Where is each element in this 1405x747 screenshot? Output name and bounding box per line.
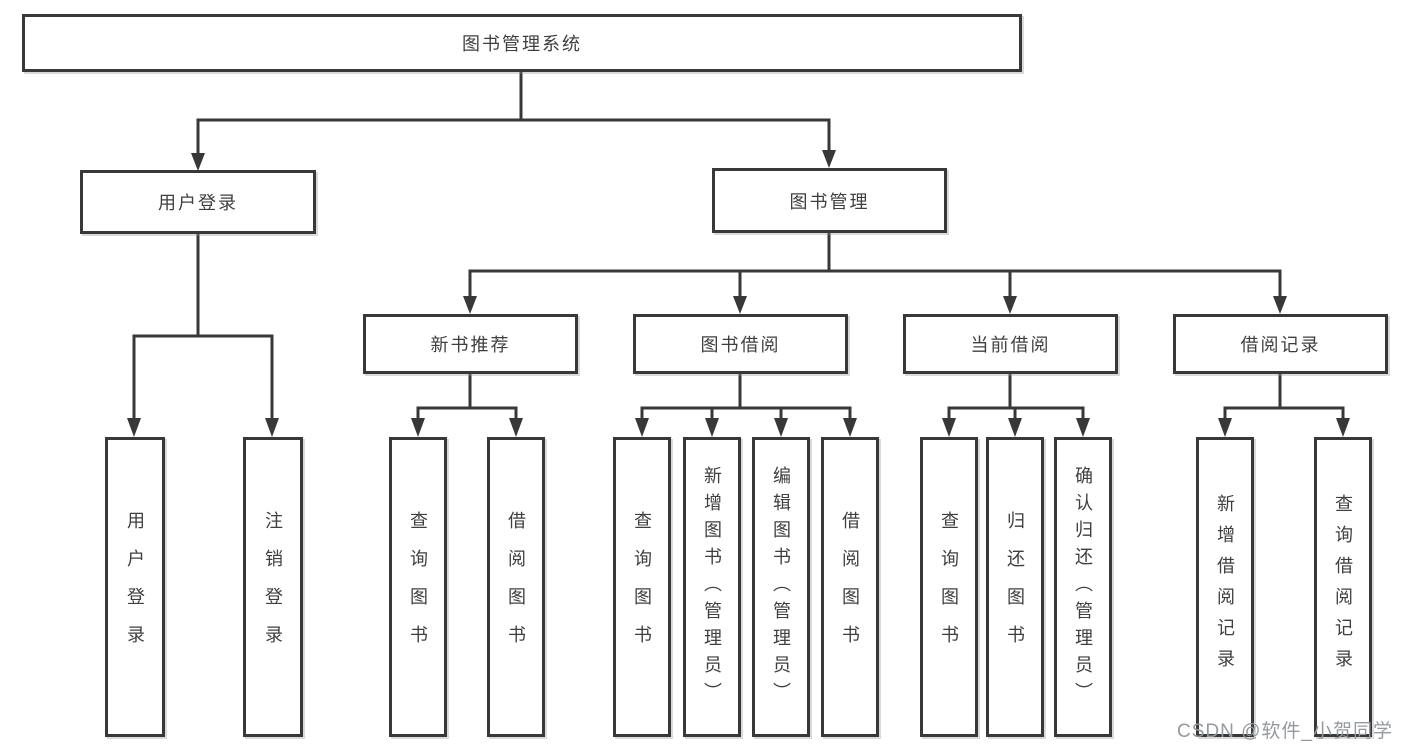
connector-current-to-leaves xyxy=(942,374,1090,437)
leaf-confirm-return-admin: 确认归还（管理员） xyxy=(1054,437,1112,737)
connector-mgmt-to-level3 xyxy=(463,233,1287,314)
node-label: 新增图书（管理员） xyxy=(702,465,722,709)
node-label: 查询图书 xyxy=(939,511,959,663)
leaf-logout: 注销登录 xyxy=(243,437,303,737)
node-label: 图书借阅 xyxy=(700,335,781,355)
node-label: 图书管理系统 xyxy=(462,34,582,54)
leaf-query-books-current: 查询图书 xyxy=(920,437,978,737)
node-current-borrow: 当前借阅 xyxy=(903,314,1118,374)
node-label: 查询图书 xyxy=(408,511,428,663)
connector-root-to-level2 xyxy=(191,72,836,171)
node-new-book-recommend: 新书推荐 xyxy=(363,314,578,374)
leaf-edit-books-admin: 编辑图书（管理员） xyxy=(752,437,810,737)
leaf-borrow-books-recommend: 借阅图书 xyxy=(487,437,545,737)
node-label: 编辑图书（管理员） xyxy=(771,465,791,709)
node-label: 当前借阅 xyxy=(970,335,1051,355)
node-label: 注销登录 xyxy=(263,511,283,663)
node-borrow-records: 借阅记录 xyxy=(1173,314,1388,374)
node-book-borrow: 图书借阅 xyxy=(633,314,848,374)
connector-login-to-leaves xyxy=(127,234,279,437)
node-label: 借阅记录 xyxy=(1240,335,1321,355)
connector-records-to-leaves xyxy=(1218,374,1350,437)
node-label: 查询图书 xyxy=(632,511,652,663)
node-label: 新增借阅记录 xyxy=(1215,494,1235,680)
leaf-query-books-borrow: 查询图书 xyxy=(613,437,671,737)
leaf-add-books-admin: 新增图书（管理员） xyxy=(683,437,741,737)
node-label: 确认归还（管理员） xyxy=(1073,465,1093,709)
csdn-watermark: CSDN @软件_小贺同学 xyxy=(1177,721,1393,742)
leaf-borrow-books: 借阅图书 xyxy=(821,437,879,737)
connector-newbook-to-leaves xyxy=(411,374,523,437)
node-label: 借阅图书 xyxy=(506,511,526,663)
leaf-return-books: 归还图书 xyxy=(986,437,1044,737)
node-label: 归还图书 xyxy=(1005,511,1025,663)
node-label: 用户登录 xyxy=(158,193,238,213)
leaf-query-borrow-record: 查询借阅记录 xyxy=(1314,437,1372,737)
node-label: 查询借阅记录 xyxy=(1333,494,1353,680)
node-label: 用户登录 xyxy=(125,511,145,663)
leaf-user-login: 用户登录 xyxy=(105,437,165,737)
node-label: 图书管理 xyxy=(789,191,870,212)
node-book-management: 图书管理 xyxy=(712,168,947,233)
leaf-add-borrow-record: 新增借阅记录 xyxy=(1196,437,1254,737)
leaf-query-books-recommend: 查询图书 xyxy=(389,437,447,737)
node-label: 新书推荐 xyxy=(430,335,511,355)
node-library-system: 图书管理系统 xyxy=(22,14,1022,72)
node-label: 借阅图书 xyxy=(840,511,860,663)
node-user-login: 用户登录 xyxy=(80,170,316,234)
connector-borrow-to-leaves xyxy=(635,374,857,437)
